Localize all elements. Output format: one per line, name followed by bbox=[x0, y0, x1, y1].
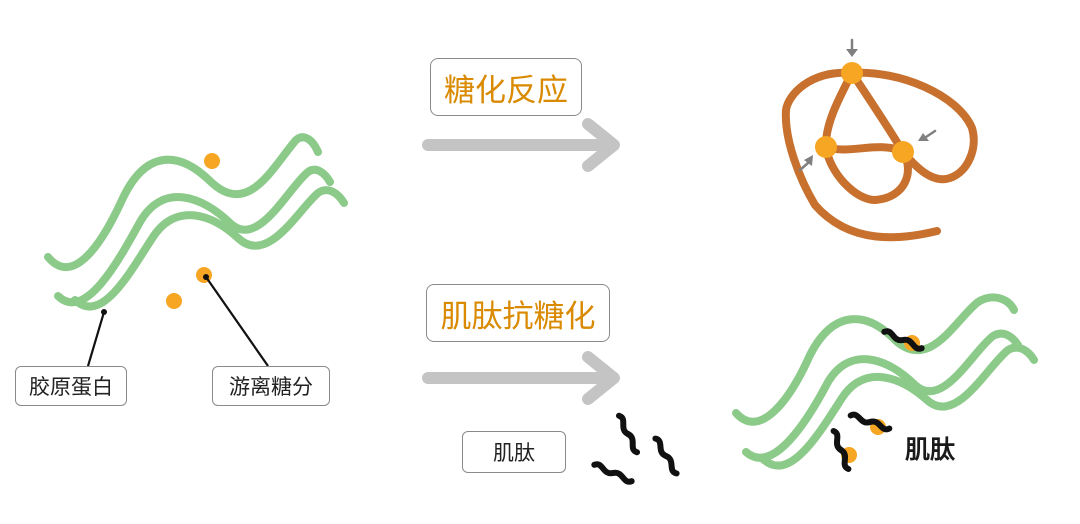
small-arrow-icon bbox=[846, 38, 858, 57]
collagen-pointer-dot bbox=[101, 309, 107, 315]
sugar-pointer-dot bbox=[203, 274, 209, 280]
crosslink-dot bbox=[815, 136, 837, 158]
crosslinked-protein bbox=[781, 68, 978, 242]
collagen-pointer-line bbox=[86, 311, 106, 367]
right-arrow-icon bbox=[422, 118, 620, 172]
small-arrow-icon bbox=[918, 129, 937, 141]
collagen-strand-3 bbox=[71, 186, 348, 311]
squiggle-peptide-icon bbox=[619, 414, 637, 455]
free-sugar-label: 游离糖分 bbox=[212, 366, 330, 406]
bound-peptides bbox=[834, 325, 922, 470]
collagen-strands bbox=[44, 133, 348, 311]
collagen-strand-3 bbox=[759, 343, 1038, 470]
right-arrow-icon bbox=[422, 351, 620, 405]
collagen-strand-1 bbox=[44, 133, 322, 272]
collagen-label: 胶原蛋白 bbox=[15, 366, 127, 406]
pointer-lines bbox=[86, 274, 269, 367]
crosslinked-strand-right bbox=[848, 69, 912, 204]
squiggle-peptide-icon bbox=[655, 436, 676, 476]
squiggle-peptide-icon bbox=[594, 458, 631, 487]
glycation-reaction-label: 糖化反应 bbox=[430, 58, 582, 116]
crosslinked-strand-outer bbox=[781, 68, 941, 242]
sugar-dot bbox=[204, 153, 220, 169]
crosslink-dot bbox=[892, 141, 914, 163]
crosslinked-strand-top bbox=[848, 68, 978, 184]
small-arrow-icon bbox=[798, 155, 813, 172]
free-peptides bbox=[594, 414, 676, 488]
carnosine-label: 肌肽 bbox=[905, 435, 956, 464]
crosslink-points bbox=[815, 62, 914, 163]
carnosine-anti-glycation-label: 肌肽抗糖化 bbox=[426, 284, 610, 342]
crosslinked-strand-middle bbox=[822, 143, 907, 156]
sugar-pointer-line bbox=[205, 276, 269, 367]
collagen-strand-2 bbox=[742, 329, 1022, 462]
collagen-strand-2 bbox=[54, 165, 334, 307]
carnosine-box-label: 肌肽 bbox=[462, 431, 566, 473]
crosslink-dot bbox=[841, 62, 863, 84]
sugar-dot bbox=[166, 293, 182, 309]
protected-collagen-strands bbox=[732, 293, 1038, 470]
